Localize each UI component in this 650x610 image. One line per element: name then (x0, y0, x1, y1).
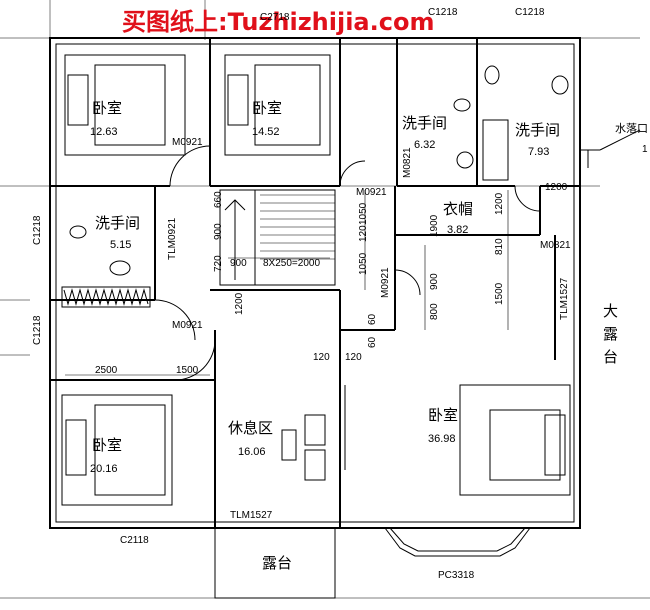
bed-se (459, 384, 571, 496)
dim-2500: 2500 (95, 365, 118, 376)
room-area-bedroom-sw: 20.16 (90, 463, 118, 475)
room-area-bedroom-nw: 12.63 (90, 126, 118, 138)
room-area-bath-n1: 6.32 (414, 139, 435, 151)
bed-sw (61, 394, 173, 506)
bed-n2 (224, 54, 331, 156)
drain-label: 水落口 (615, 122, 648, 135)
dim-120a: 120 (313, 352, 330, 363)
room-name-bedroom-sw: 卧室 (92, 436, 122, 454)
room-area-bath-n2: 7.93 (528, 146, 549, 158)
dim-900c: 900 (429, 273, 440, 290)
dim-60b: 60 (367, 336, 378, 348)
dim-1200b: 1200 (494, 192, 505, 215)
staircase (219, 189, 336, 286)
room-name-bedroom-n2: 卧室 (252, 99, 282, 117)
label-m0921-c: M0921 (172, 320, 203, 331)
interior-walls (50, 38, 580, 528)
dim-1500b: 1500 (176, 365, 199, 376)
room-name-closet: 衣帽 (443, 200, 473, 218)
room-area-bedroom-n2: 14.52 (252, 126, 280, 138)
label-c1218-w2: C1218 (32, 315, 43, 345)
dim-120b: 120 (345, 352, 362, 363)
dim-720: 720 (213, 255, 224, 272)
dim-900a: 900 (213, 223, 224, 240)
label-m0921-b: M0921 (356, 187, 387, 198)
room-name-bath-n2: 洗手间 (515, 121, 560, 139)
drain-outlet (580, 129, 641, 168)
bath-fixtures (69, 65, 569, 276)
dim-1050b: 1050 (358, 252, 369, 275)
label-c1218-w1: C1218 (32, 215, 43, 245)
room-area-lounge: 16.06 (238, 446, 266, 458)
dim-120c: 120 (358, 225, 369, 242)
room-name-bedroom-se: 卧室 (428, 406, 458, 424)
dim-800: 800 (429, 303, 440, 320)
label-m0921-d: M0921 (380, 267, 391, 298)
wardrobe (61, 286, 151, 308)
label-stair: 8X250=2000 (263, 258, 320, 269)
label-tlm0921: TLM0921 (167, 217, 178, 260)
label-c2718-top: C2718 (260, 12, 290, 23)
room-name-terrace-s: 露台 (262, 554, 292, 572)
dim-1500a: 1500 (494, 282, 505, 305)
dim-1200c: 1200 (545, 182, 568, 193)
label-pc3318: PC3318 (438, 570, 475, 581)
label-m0921-a: M0921 (172, 137, 203, 148)
label-tlm1527-s: TLM1527 (230, 510, 273, 521)
dim-1050a: 1050 (358, 202, 369, 225)
label-c1218-a: C1218 (428, 7, 458, 18)
dim-810: 810 (494, 238, 505, 255)
watermark-text: 买图纸上:Tuzhizhijia.com (122, 8, 434, 36)
dim-1200a: 1200 (234, 292, 245, 315)
label-c1218-b: C1218 (515, 7, 545, 18)
south-terrace (214, 528, 336, 599)
label-c2118: C2118 (120, 535, 149, 546)
label-m0821-a: M0821 (402, 147, 413, 178)
lounge-furniture (281, 385, 346, 481)
door-swings (154, 145, 541, 381)
bay-window (384, 527, 531, 557)
outer-walls (49, 37, 581, 529)
room-name-bedroom-nw: 卧室 (92, 99, 122, 117)
dim-60a: 60 (367, 313, 378, 325)
room-area-bedroom-se: 36.98 (428, 433, 456, 445)
bed-nw (64, 54, 186, 156)
dimension-lines (65, 190, 509, 376)
room-name-terrace-e: 大露台 (601, 303, 619, 372)
room-name-lounge: 休息区 (228, 419, 273, 437)
room-area-closet: 3.82 (447, 224, 468, 236)
dim-660: 660 (213, 191, 224, 208)
dim-900b: 900 (230, 258, 247, 269)
label-tlm1527-e: TLM1527 (559, 277, 570, 320)
room-name-bath-w: 洗手间 (95, 214, 140, 232)
room-area-bath-w: 5.15 (110, 239, 131, 251)
dim-1: 1 (642, 144, 648, 155)
label-m0821-b: M0821 (540, 240, 571, 251)
dim-1900: 1900 (429, 214, 440, 237)
room-name-bath-n1: 洗手间 (402, 114, 447, 132)
